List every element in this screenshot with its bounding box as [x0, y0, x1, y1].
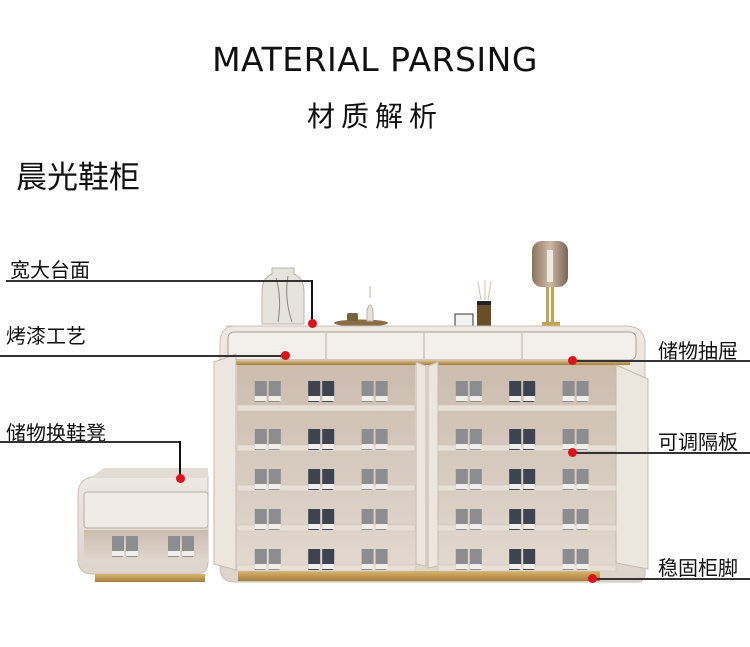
main-cabinet	[213, 325, 649, 583]
shoe-pair	[112, 536, 138, 557]
storage-bench-illustration	[77, 468, 209, 582]
product-name: 晨光鞋柜	[16, 160, 140, 196]
callout-dot-adjustable-shelf	[567, 447, 577, 457]
shoe-pair	[562, 381, 589, 402]
diffuser	[454, 280, 492, 327]
shoe-pair	[509, 381, 536, 402]
callout-dot-wide-countertop	[307, 318, 317, 328]
callout-label-lacquer-process: 烤漆工艺	[6, 324, 86, 348]
tray	[334, 286, 388, 327]
callout-label-stable-legs: 稳固柜脚	[658, 556, 738, 580]
callout-line-stable-legs	[592, 578, 750, 580]
callout-leader-storage-bench	[179, 441, 181, 478]
shoe-pair	[361, 549, 388, 570]
shoe-pair	[455, 469, 482, 490]
shoe-pair	[562, 469, 589, 490]
callout-label-adjustable-shelf: 可调隔板	[658, 430, 738, 454]
callout-dot-storage-drawer	[567, 355, 577, 365]
callout-label-storage-drawer: 储物抽屉	[658, 339, 738, 363]
callout-line-storage-drawer	[572, 360, 750, 362]
shoe-pair	[254, 429, 281, 450]
shoe-pair	[562, 429, 589, 450]
callout-line-wide-countertop	[6, 280, 312, 282]
shoe-pair	[308, 429, 335, 450]
title-english: MATERIAL PARSING	[212, 40, 538, 79]
shoe-pair	[455, 381, 482, 402]
callout-dot-stable-legs	[587, 573, 597, 583]
shoe-pair	[254, 469, 281, 490]
shelves	[236, 381, 617, 572]
shoe-pair	[562, 509, 589, 530]
shoe-pair	[308, 381, 335, 402]
table-lamp	[532, 241, 568, 326]
callout-line-storage-bench	[0, 441, 180, 443]
shoe-pair	[361, 381, 388, 402]
shoe-pair	[509, 549, 536, 570]
shoe-pair	[509, 469, 536, 490]
vase	[261, 267, 305, 325]
shoe-pair	[509, 429, 536, 450]
callout-line-adjustable-shelf	[572, 452, 750, 454]
callout-dot-lacquer-process	[280, 350, 290, 360]
shoe-pair	[361, 429, 388, 450]
shoe-pair	[361, 509, 388, 530]
shelf-board	[236, 404, 416, 412]
shoe-pair	[254, 509, 281, 530]
shoe-pair	[361, 469, 388, 490]
bench-shoes	[112, 536, 194, 557]
shoe-pair	[455, 509, 482, 530]
title-chinese: 材质解析	[306, 100, 443, 133]
shoe-pair	[308, 469, 335, 490]
callout-dot-storage-bench	[175, 473, 185, 483]
shoe-pair	[254, 381, 281, 402]
callout-line-lacquer-process	[0, 355, 284, 357]
shoe-pair	[308, 509, 335, 530]
shoe-pair	[308, 549, 335, 570]
shoe-pair	[168, 536, 194, 557]
shoe-pair	[509, 509, 536, 530]
callout-leader-wide-countertop	[311, 280, 313, 323]
shoe-pair	[562, 549, 589, 570]
shoe-pair	[455, 429, 482, 450]
callout-label-wide-countertop: 宽大台面	[10, 258, 90, 282]
shelf-board	[437, 404, 617, 412]
shoe-pair	[254, 549, 281, 570]
shoe-pair	[455, 549, 482, 570]
